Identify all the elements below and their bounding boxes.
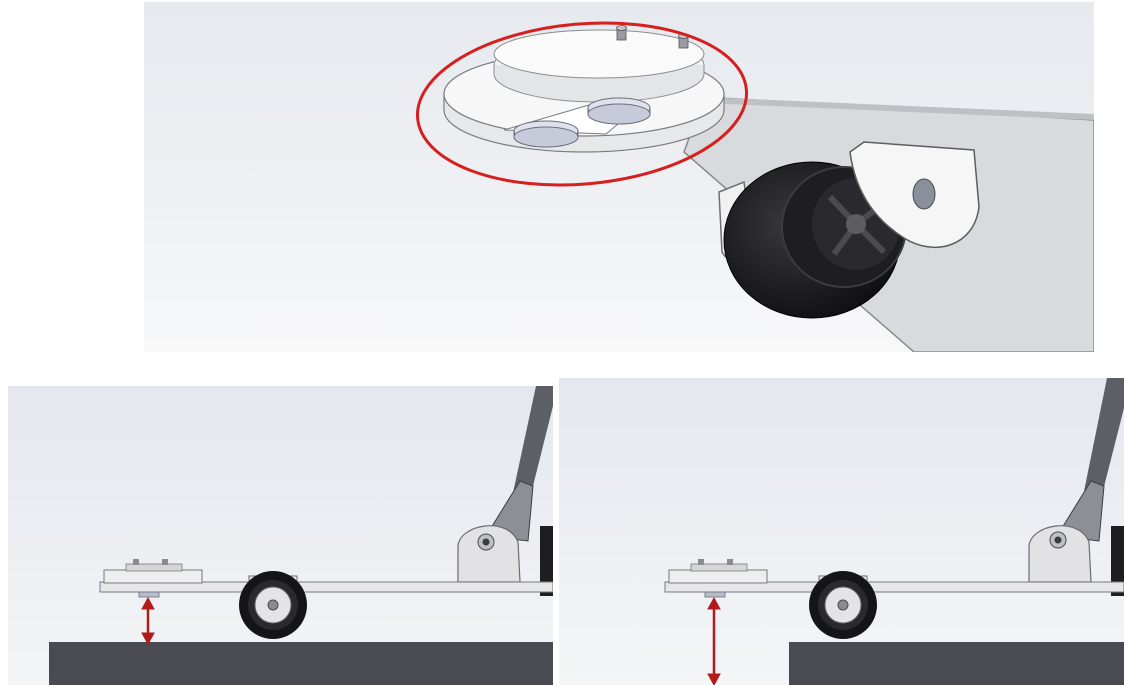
top-panel-sensor-closeup <box>144 2 1094 352</box>
base-plate-edge <box>704 97 1094 120</box>
distance-arrow <box>141 596 155 646</box>
pivot-bracket <box>457 525 521 583</box>
ground-block <box>49 642 553 685</box>
pivot-bracket <box>1028 525 1092 583</box>
base-plate <box>664 581 1124 593</box>
ground-block <box>789 642 1124 685</box>
axle-hole <box>912 178 936 210</box>
motor-block <box>540 526 553 596</box>
sensor-closeup-render <box>144 2 1094 352</box>
sensor-transducer <box>704 591 726 598</box>
bottom-right-panel-long-distance <box>559 378 1124 685</box>
sensor-housing <box>668 569 768 584</box>
short-distance-render <box>8 386 553 685</box>
bottom-left-panel-short-distance <box>8 386 553 685</box>
long-distance-render <box>559 378 1124 685</box>
ultrasonic-transducers <box>513 97 651 148</box>
sensor-transducer <box>138 591 160 598</box>
sensor-highlight-ellipse <box>415 21 749 187</box>
base-plate <box>99 581 553 593</box>
distance-arrow <box>707 596 721 685</box>
motor-block <box>1111 526 1124 596</box>
sensor-housing <box>103 569 203 584</box>
